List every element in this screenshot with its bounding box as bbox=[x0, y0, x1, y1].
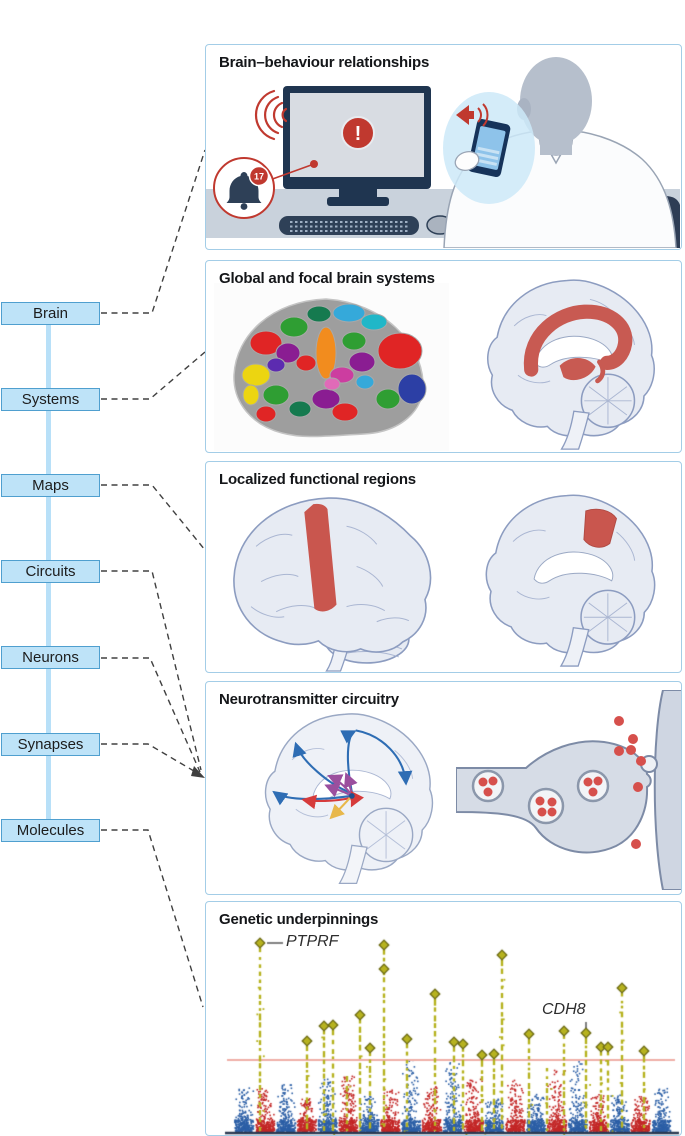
panel-title: Localized functional regions bbox=[219, 471, 416, 488]
highlighted-cingulate-region bbox=[524, 304, 633, 384]
parcellation-brain-illustration bbox=[214, 283, 449, 451]
panel-title: Global and focal brain systems bbox=[219, 270, 435, 287]
panel-genetic-underpinnings: Genetic underpinnings PTPRF CDH8 bbox=[205, 901, 682, 1136]
panel-title: Genetic underpinnings bbox=[219, 911, 379, 928]
panel-localized-regions: Localized functional regions bbox=[205, 461, 682, 673]
head bbox=[520, 57, 592, 145]
gene-label-ptprf: PTPRF bbox=[286, 933, 339, 950]
lateral-brain-illustration bbox=[233, 497, 432, 672]
connector-neurons bbox=[101, 657, 201, 773]
hierarchy-box-circuits: Circuits bbox=[1, 560, 100, 584]
hierarchy-box-label: Maps bbox=[32, 476, 69, 494]
neurotransmitter-pathways-illustration bbox=[264, 713, 434, 884]
speaker-icon bbox=[456, 103, 489, 127]
hierarchy-box-label: Neurons bbox=[22, 649, 79, 667]
hierarchy-box-label: Circuits bbox=[25, 563, 76, 581]
highlighted-paracentral-region bbox=[583, 508, 617, 548]
hierarchy-box-label: Synapses bbox=[17, 735, 84, 753]
hierarchy-box-molecules: Molecules bbox=[1, 818, 100, 842]
connector-systems bbox=[101, 351, 206, 400]
connector-maps bbox=[101, 484, 206, 551]
connector-circuits bbox=[101, 570, 202, 771]
panel-brain-behaviour: Brain–behaviour relationships ! bbox=[205, 44, 682, 250]
hierarchy-box-neurons: Neurons bbox=[1, 646, 100, 670]
panel-title: Brain–behaviour relationships bbox=[219, 54, 430, 71]
panel-neurotransmitter-circuitry: Neurotransmitter circuitry bbox=[205, 681, 682, 895]
person-figure bbox=[443, 57, 680, 248]
gene-label-cdh8: CDH8 bbox=[542, 1001, 586, 1018]
connector-arrowhead bbox=[191, 766, 205, 778]
postsynaptic-membrane bbox=[653, 690, 681, 890]
hierarchy-box-brain: Brain bbox=[1, 301, 100, 325]
keyboard-icon bbox=[279, 216, 419, 235]
panel-global-focal-systems: Global and focal brain systems bbox=[205, 260, 682, 453]
sagittal-brain-systems-illustration bbox=[487, 279, 655, 450]
synaptic-vesicles bbox=[471, 769, 610, 825]
hierarchy-box-label: Molecules bbox=[16, 821, 85, 839]
hierarchy-box-systems: Systems bbox=[1, 387, 100, 411]
alert-icon: ! bbox=[341, 116, 375, 150]
connector-brain bbox=[101, 149, 206, 314]
hierarchy-box-label: Systems bbox=[21, 390, 80, 408]
pathway-arrows bbox=[272, 729, 413, 820]
notification-callout: 17 bbox=[213, 157, 318, 219]
behaviour-illustration: ! bbox=[206, 57, 680, 248]
svg-text:!: ! bbox=[355, 123, 362, 145]
highlighted-motor-strip bbox=[304, 503, 337, 612]
svg-text:17: 17 bbox=[254, 172, 264, 182]
notification-badge: 17 bbox=[248, 165, 270, 187]
hierarchy-box-synapses: Synapses bbox=[1, 732, 100, 756]
sound-waves-icon bbox=[254, 89, 288, 141]
sagittal-brain-regions-illustration bbox=[485, 494, 656, 667]
hierarchy-box-maps: Maps bbox=[1, 473, 100, 497]
hand bbox=[454, 151, 480, 171]
connector-molecules bbox=[101, 829, 204, 1008]
synapse-illustration bbox=[456, 690, 681, 890]
panel-title: Neurotransmitter circuitry bbox=[219, 691, 399, 708]
released-neurotransmitter-dots bbox=[614, 716, 646, 849]
connector-synapses bbox=[101, 743, 200, 775]
manhattan-plot bbox=[207, 903, 681, 1135]
hierarchy-box-label: Brain bbox=[32, 304, 69, 322]
